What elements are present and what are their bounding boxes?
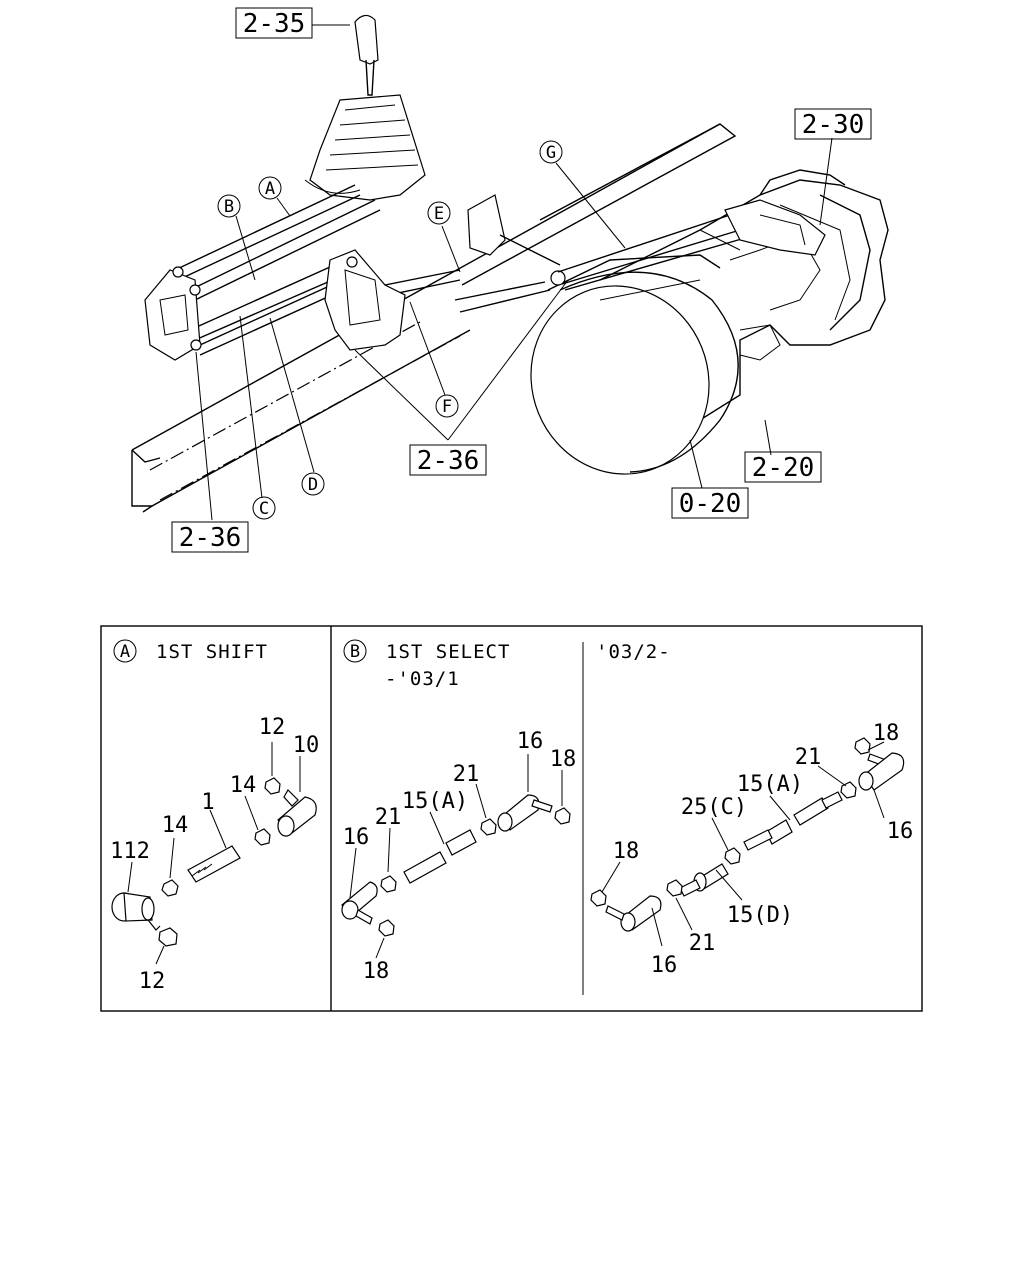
label-c-21-bottom: 21	[689, 931, 716, 956]
center-bracket	[324, 249, 406, 351]
part-15a-sleeve	[403, 851, 447, 884]
label-b-16-right: 16	[517, 729, 544, 754]
svg-text:E: E	[434, 204, 444, 224]
label-a-10: 10	[293, 733, 320, 758]
leader-lines	[195, 24, 833, 521]
label-b-21-left: 21	[375, 805, 402, 830]
label-a-12-top: 12	[259, 715, 286, 740]
svg-text:A: A	[265, 179, 275, 199]
panel-a-letter: A	[120, 642, 130, 662]
part-21-nut-right	[480, 818, 497, 836]
label-a-1: 1	[201, 790, 214, 815]
transmission-bracket	[724, 199, 826, 256]
panel-a-title: 1ST SHIFT	[156, 641, 268, 663]
label-a-14-left: 14	[162, 813, 189, 838]
ref-box-2-20: 2-20	[744, 451, 822, 483]
ref-box-2-36-center: 2-36	[409, 444, 487, 476]
clutch-drum	[530, 254, 739, 475]
ref-label-0-20: 0-20	[679, 489, 742, 519]
label-c-25c: 25(C)	[681, 795, 747, 820]
panel-c-03-2: '03/2-	[590, 641, 914, 978]
part-21-nut-left	[380, 875, 397, 893]
label-c-16-right: 16	[887, 819, 914, 844]
panel-c-title: '03/2-	[596, 641, 671, 663]
circle-label-d: D	[301, 472, 325, 496]
panel-b-title: 1ST SELECT	[386, 641, 510, 663]
label-c-15a: 15(A)	[737, 772, 803, 797]
part-25c-nut	[724, 847, 741, 865]
ref-label-2-30: 2-30	[802, 110, 865, 140]
part-1-rod	[187, 845, 241, 883]
label-c-21: 21	[795, 745, 822, 770]
panel-b-1st-select: B 1ST SELECT -'03/1	[341, 639, 577, 984]
label-b-18-bottom: 18	[363, 959, 390, 984]
panel-b-subtitle: -'03/1	[385, 668, 460, 690]
part-14-nut-left	[161, 879, 179, 897]
ref-box-2-35: 2-35	[235, 7, 313, 39]
ref-box-2-36-left: 2-36	[171, 521, 249, 553]
ref-box-2-30: 2-30	[794, 108, 872, 140]
part-16-rod-end-right	[858, 752, 905, 791]
left-bracket	[144, 266, 202, 361]
label-b-21-right: 21	[453, 762, 480, 787]
part-10-ball-joint	[277, 789, 317, 837]
ref-label-2-35: 2-35	[243, 9, 306, 39]
part-18-nut-left	[590, 889, 607, 907]
assembly-drawing: 2-35 2-30 2-36 2-20 0-20 2-36 A B	[131, 7, 889, 553]
part-18-nut-top	[854, 737, 871, 755]
circle-label-e: E	[427, 201, 451, 225]
svg-text:C: C	[259, 499, 269, 519]
svg-text:B: B	[224, 197, 234, 217]
label-c-15d: 15(D)	[727, 903, 793, 928]
label-c-16-bottom: 16	[651, 953, 678, 978]
label-b-15a: 15(A)	[402, 789, 468, 814]
shift-lever	[304, 14, 426, 201]
circle-label-b: B	[217, 194, 241, 218]
ref-label-2-20: 2-20	[752, 453, 815, 483]
ref-box-0-20: 0-20	[671, 487, 749, 519]
part-16-rod-end-left	[605, 895, 662, 932]
label-a-112: 112	[110, 839, 150, 864]
circle-label-g: G	[539, 140, 563, 164]
svg-text:F: F	[442, 397, 452, 417]
label-b-18-right: 18	[550, 747, 577, 772]
circle-label-a: A	[258, 176, 282, 200]
part-16-rod-end-left	[341, 881, 378, 925]
label-a-14-right: 14	[230, 773, 257, 798]
part-21-nut-bottom	[666, 879, 683, 897]
part-18-nut-right	[554, 807, 571, 825]
label-b-16-left: 16	[343, 825, 370, 850]
part-12-nut-bottom	[158, 927, 178, 947]
circle-label-c: C	[252, 496, 276, 520]
label-c-18-top: 18	[873, 721, 900, 746]
part-14-nut-right	[254, 828, 271, 846]
part-21-nut-top	[840, 781, 857, 799]
label-a-12-bottom: 12	[139, 969, 166, 994]
control-rods	[174, 184, 461, 356]
part-12-nut-top	[264, 777, 281, 795]
panel-a-1st-shift: A 1ST SHIFT	[110, 639, 320, 994]
detail-panels: A 1ST SHIFT	[100, 625, 923, 1012]
svg-text:G: G	[546, 143, 556, 163]
part-112-ball-joint	[111, 892, 161, 931]
part-16-rod-end-right	[497, 794, 553, 832]
transmission-body	[599, 169, 889, 422]
ref-label-2-36-center: 2-36	[417, 446, 480, 476]
part-18-nut-bottom	[378, 919, 395, 937]
right-bracket-e	[454, 194, 746, 313]
svg-text:D: D	[308, 475, 318, 495]
part-15a-sleeve	[793, 797, 829, 826]
label-c-18-left: 18	[613, 839, 640, 864]
circle-label-f: F	[435, 394, 459, 418]
panel-b-letter: B	[350, 642, 360, 662]
ref-label-2-36-left: 2-36	[179, 523, 242, 553]
